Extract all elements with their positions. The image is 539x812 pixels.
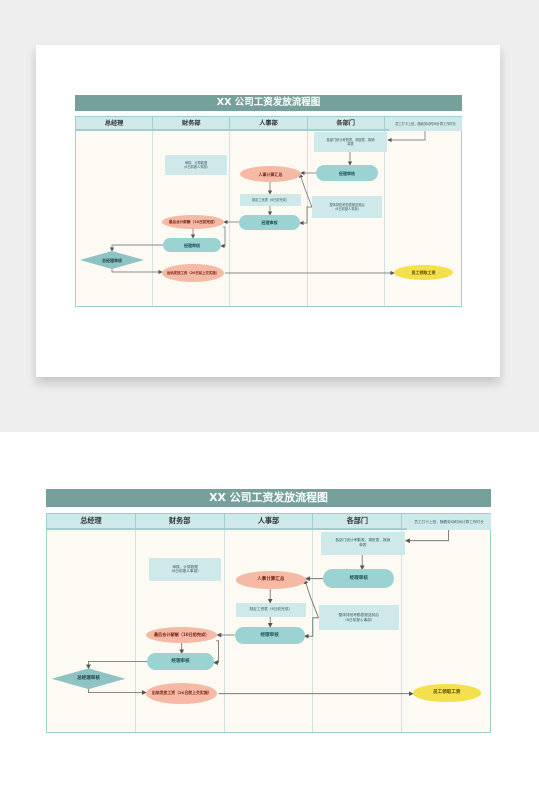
finance-total-pay: 最后合计薪酬（10日前完成） [146, 626, 218, 644]
lane-gm [47, 530, 136, 732]
connector-line [299, 206, 312, 226]
lane-header-hr: 人事部 [230, 117, 308, 129]
connector-line [88, 689, 147, 695]
connector-line [220, 226, 226, 249]
lane-header-departments: 各部门 [308, 117, 385, 129]
finance-audit-note: 审核、计算数据（6日前报人事部） [165, 155, 227, 175]
dept-attendance-stats: 各部门统计考勤表、调班表、报销单表 [314, 132, 387, 152]
chart-title: XX 公司工资发放流程图 [46, 489, 491, 508]
lane-finance [136, 530, 225, 732]
flow-connectors [109, 130, 426, 276]
lane-header-hr: 人事部 [225, 514, 314, 529]
hr-payroll-sheet: 制定工资表（6日前完成） [240, 194, 301, 206]
staff-clock-in-note: 员工打卡上班，随着劳动时间计算工作时长 [389, 117, 462, 131]
lane-gm [76, 131, 154, 306]
dept-schedule-submit: 整体排班考勤表报送其后（6日前报人事部） [312, 196, 382, 218]
dept-schedule-submit: 整体排班考勤表报送其后（6日前报人事部） [318, 605, 399, 631]
connector-line [109, 244, 163, 252]
connector-line [387, 130, 426, 143]
hr-payroll-sheet: 制定工资表（6日前完成） [235, 602, 306, 617]
connector-line [213, 640, 219, 666]
flowchart: XX 公司工资发放流程图 总经理 财务部 人事部 各部门 员工 员工打卡上班，随… [46, 489, 491, 733]
flow-connectors [86, 529, 449, 697]
connector-line [303, 617, 319, 639]
connector-line [303, 579, 319, 618]
connector-line [405, 529, 449, 544]
gm-review-diamond: 总经理审核 [80, 251, 144, 269]
gm-review-diamond: 总经理审核 [51, 668, 126, 690]
lane-header-departments: 各部门 [313, 514, 403, 529]
lane-finance [153, 131, 231, 306]
hr-manager-review: 经理审核 [239, 215, 300, 230]
lane-header-finance: 财务部 [153, 117, 231, 129]
hr-summary-node: 人事计算汇总 [240, 166, 301, 182]
lane-header-finance: 财务部 [136, 514, 225, 529]
lane-header: 总经理 财务部 人事部 各部门 员工 [46, 513, 491, 530]
hr-manager-review: 经理审核 [234, 626, 305, 645]
finance-total-pay: 最后合计薪酬（10日前完成） [162, 215, 224, 229]
staff-receive-pay: 员工领取工资 [412, 684, 481, 702]
dept-manager-review: 经理审核 [323, 569, 395, 588]
staff-clock-in-note: 员工打卡上班，随着劳动时间计算工作时长 [407, 514, 491, 531]
dept-manager-review: 经理审核 [316, 165, 378, 181]
connector-line [299, 173, 313, 208]
lane-header-gm: 总经理 [47, 514, 136, 529]
lane-departments [313, 530, 403, 732]
dept-attendance-stats: 各部门统计考勤表、调班表、报销单表 [320, 531, 405, 555]
lane-header-gm: 总经理 [76, 117, 154, 129]
lane-departments [308, 131, 385, 306]
staff-receive-pay: 员工领取工资 [394, 265, 453, 280]
cashier-pay-node: 出纳发放工资（20日前上交实施） [162, 264, 224, 282]
finance-manager-review: 经理审核 [147, 653, 214, 670]
connector-line [86, 661, 148, 670]
finance-audit-note: 审核、计算数据（6日前报人事部） [149, 557, 221, 581]
cashier-pay-node: 出纳发放工资（20日前上交实施） [146, 683, 218, 705]
finance-manager-review: 经理审核 [163, 238, 221, 252]
connector-line [111, 269, 163, 275]
hr-summary-node: 人事计算汇总 [235, 570, 306, 590]
flowchart: XX 公司工资发放流程图 总经理 财务部 人事部 各部门 员工 员工打卡上班，随… [75, 95, 462, 307]
chart-title: XX 公司工资发放流程图 [75, 95, 462, 111]
